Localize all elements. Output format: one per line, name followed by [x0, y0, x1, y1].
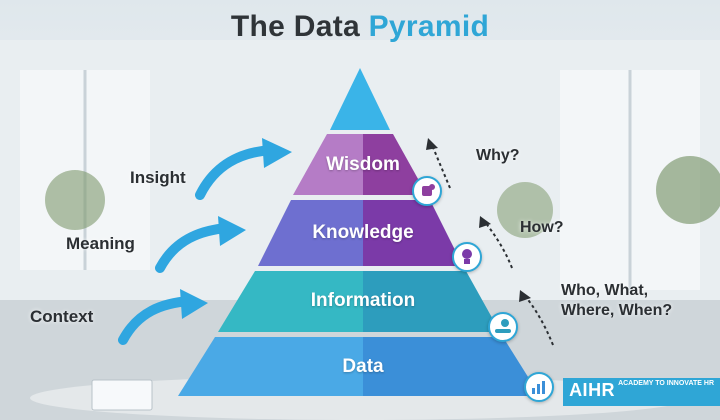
- tier-label-knowledge: Knowledge: [312, 222, 414, 243]
- dotted-arrow-how-head: [479, 216, 491, 228]
- label-context: Context: [30, 307, 94, 326]
- tier-information-right: [363, 271, 500, 332]
- arrow-context: [118, 296, 195, 345]
- tier-label-data: Data: [342, 356, 384, 377]
- arrow-context-head: [180, 289, 208, 319]
- dotted-arrow-how: [484, 221, 513, 269]
- arrow-meaning-head: [218, 216, 246, 246]
- title-highlight: Pyramid: [368, 10, 490, 43]
- dotted-arrow-why-head: [426, 138, 438, 150]
- dotted-arrow-who-head: [519, 290, 531, 302]
- tier-information-left: [218, 271, 363, 332]
- tier-wisdom-right: [363, 134, 427, 195]
- label-insight: Insight: [130, 168, 186, 187]
- label-how: How?: [520, 219, 564, 236]
- label-why: Why?: [476, 147, 520, 164]
- tier-knowledge-right: [363, 200, 463, 266]
- bar-chart-icon: [524, 372, 554, 402]
- tier-label-wisdom: Wisdom: [326, 154, 400, 175]
- label-who-what: Who, What, Where, When?: [561, 282, 673, 319]
- arrow-insight-head: [262, 138, 292, 168]
- hand-info-icon: [488, 312, 518, 342]
- arrow-meaning: [155, 223, 233, 273]
- tier-label-information: Information: [310, 290, 416, 311]
- tier-wisdom-left: [293, 134, 363, 195]
- tier-knowledge-left: [258, 200, 363, 266]
- arrow-insight: [195, 145, 277, 200]
- lightbulb-icon: [452, 242, 482, 272]
- title-prefix: The Data: [230, 10, 360, 43]
- logo-text: AIHR: [569, 380, 616, 400]
- dotted-arrow-why: [431, 144, 451, 189]
- dotted-arrow-who: [524, 295, 554, 346]
- label-meaning: Meaning: [66, 234, 135, 253]
- tier-data-left: [178, 337, 363, 396]
- tier-data-right: [363, 337, 540, 396]
- pyramid-apex: [330, 68, 390, 130]
- puzzle-gear-icon: [412, 176, 442, 206]
- diagram-title: The Data Pyramid: [0, 10, 720, 44]
- logo-subtext: ACADEMY TO INNOVATE HR: [618, 380, 714, 387]
